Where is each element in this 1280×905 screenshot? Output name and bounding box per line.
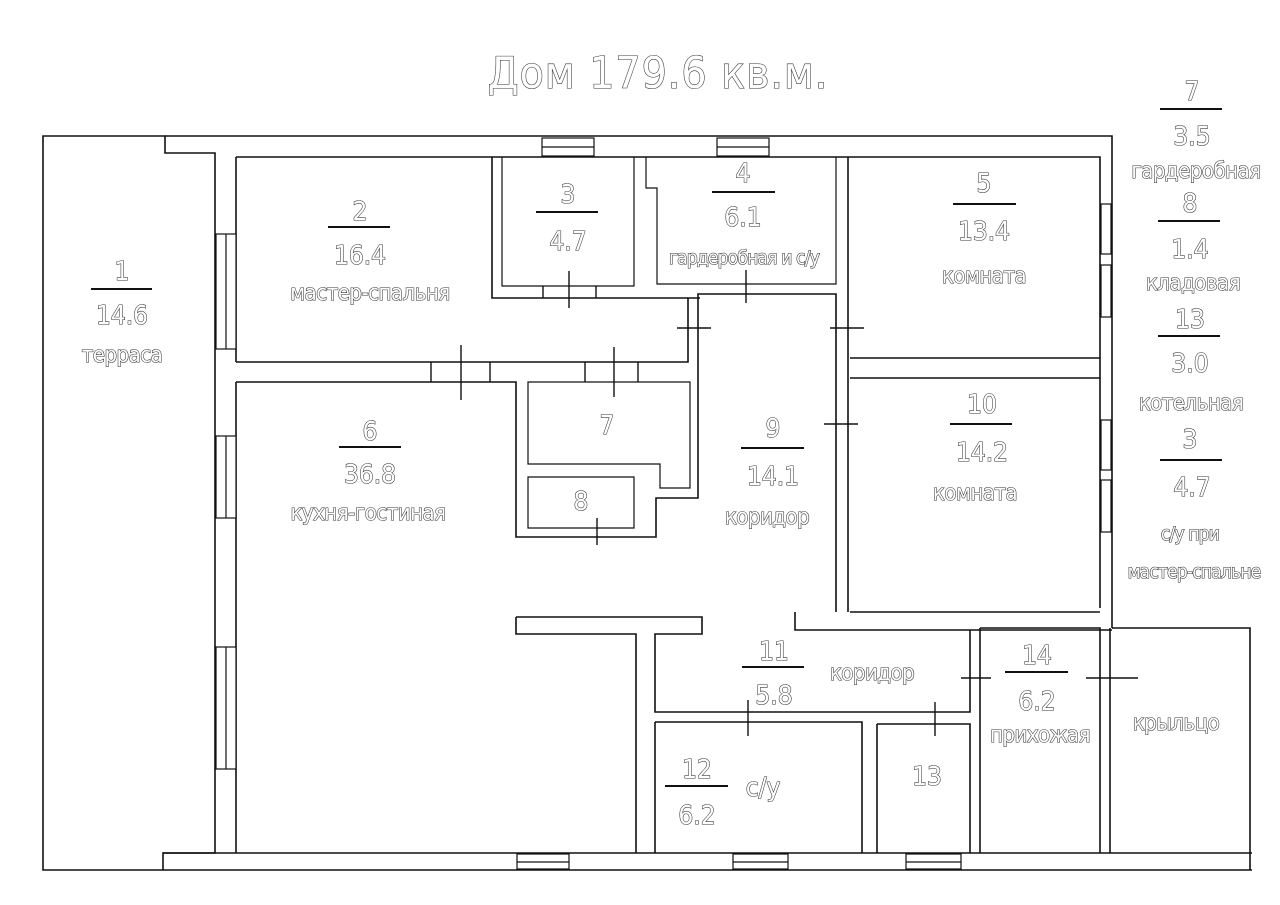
room-12-label: 12 6.2 с/у <box>665 754 781 832</box>
terrace-outline <box>42 135 216 871</box>
legend-item-13: 13 3.0 котельная <box>1138 304 1244 416</box>
window-icon <box>1100 479 1112 533</box>
room-number: 3 <box>561 180 576 210</box>
room-name: коридор <box>725 505 809 530</box>
room-1-label: 1 14.6 терраса <box>81 256 163 368</box>
room4-outline <box>645 157 837 285</box>
room-2-label: 2 16.4 мастер-спальня <box>290 196 451 306</box>
wall-t-kitchen <box>516 616 971 713</box>
legend-item-3: 3 4.7 с/у при мастер-спальне <box>1127 424 1262 583</box>
legend-item-8: 8 1.4 кладовая <box>1145 188 1241 296</box>
legend-area: 3.5 <box>1173 122 1210 152</box>
room-name: крыльцо <box>1133 711 1220 736</box>
room-area: 6.2 <box>678 801 715 831</box>
room14-outline <box>980 627 1101 853</box>
legend-name: котельная <box>1139 391 1244 416</box>
room-number: 14 <box>1022 641 1052 671</box>
outer-wall-top <box>165 135 1113 628</box>
legend-name: кладовая <box>1146 271 1240 296</box>
legend-name: с/у при <box>1161 523 1219 545</box>
room-number: 13 <box>912 762 942 792</box>
room-number: 12 <box>682 755 712 785</box>
window-icon <box>1100 203 1112 255</box>
porch-label: крыльцо <box>1132 710 1221 736</box>
room-number: 1 <box>115 257 130 287</box>
room-number: 11 <box>759 637 789 667</box>
legend: 7 3.5 гардеробная 8 1.4 кладовая 13 3.0 … <box>1127 76 1262 583</box>
room-6-label: 6 36.8 кухня-гостиная <box>290 416 447 526</box>
window-icon <box>1100 264 1112 318</box>
room-13-label: 13 <box>912 761 943 792</box>
room-area: 16.4 <box>334 241 386 271</box>
plan-title: Дом 179.6 кв.м. <box>488 48 829 99</box>
legend-item-7: 7 3.5 гардеробная <box>1131 76 1262 184</box>
room-3-label: 3 4.7 <box>536 179 598 258</box>
legend-name: мастер-спальне <box>1128 561 1261 583</box>
room-name: с/у <box>746 773 781 803</box>
room-area: 14.1 <box>747 462 799 492</box>
legend-area: 3.0 <box>1171 349 1208 379</box>
room3-outline <box>501 157 635 287</box>
room-9-label: 9 14.1 коридор <box>724 413 810 530</box>
porch-outline <box>1112 627 1251 870</box>
room-name: комната <box>942 264 1026 289</box>
room-name: прихожая <box>990 723 1090 748</box>
legend-number: 13 <box>1175 305 1205 335</box>
legend-number: 3 <box>1183 425 1198 455</box>
room-name: кухня-гостиная <box>290 501 445 526</box>
room-5-label: 5 13.4 комната <box>941 168 1027 289</box>
room-number: 8 <box>574 487 589 517</box>
room-area: 36.8 <box>344 460 396 490</box>
wall-corridor11-top <box>794 612 1112 631</box>
room-8-label: 8 <box>573 486 589 517</box>
room-name: комната <box>933 481 1017 506</box>
legend-area: 1.4 <box>1171 235 1208 265</box>
room-area: 5.8 <box>755 681 792 711</box>
room-number: 2 <box>353 197 368 227</box>
room13-outline <box>877 723 971 853</box>
legend-name: гардеробная <box>1131 159 1260 184</box>
room-area: 13.4 <box>958 217 1010 247</box>
room12-top <box>655 721 863 853</box>
room-area: 14.2 <box>956 438 1008 468</box>
room-4-label: 4 6.1 гардеробная и с/у <box>668 158 821 269</box>
legend-number: 7 <box>1185 77 1200 107</box>
room-area: 6.2 <box>1018 687 1055 717</box>
room-name: мастер-спальня <box>290 281 449 306</box>
wall-room3-outer <box>491 157 688 299</box>
room-name: гардеробная и с/у <box>669 247 820 269</box>
windows <box>215 137 1112 870</box>
room-11-label: 11 5.8 коридор <box>742 636 915 712</box>
room-7-label: 7 <box>599 410 615 441</box>
room-area: 6.1 <box>724 203 761 233</box>
room-number: 5 <box>977 169 992 199</box>
room-name: коридор <box>830 661 914 686</box>
room-number: 10 <box>967 390 997 420</box>
wall-bedroom-bottom <box>236 297 700 363</box>
inner-wall-top <box>236 156 1101 608</box>
room-number: 9 <box>766 414 781 444</box>
walls <box>42 135 1252 871</box>
room-number: 6 <box>363 417 378 447</box>
room-area: 14.6 <box>96 301 148 331</box>
room7-outline <box>527 381 691 489</box>
room-number: 7 <box>600 411 615 441</box>
room8-outline <box>527 476 635 529</box>
legend-area: 4.7 <box>1173 473 1210 503</box>
room-14-label: 14 6.2 прихожая <box>989 640 1091 748</box>
wall-storage-block <box>236 293 837 612</box>
room-number: 4 <box>736 159 751 189</box>
wall-t-stem <box>515 617 637 853</box>
door-marks <box>430 270 1138 736</box>
room-name: терраса <box>82 343 162 368</box>
legend-number: 8 <box>1183 189 1198 219</box>
room-10-label: 10 14.2 комната <box>932 389 1018 506</box>
room-area: 4.7 <box>549 227 586 257</box>
window-icon <box>1100 419 1112 471</box>
